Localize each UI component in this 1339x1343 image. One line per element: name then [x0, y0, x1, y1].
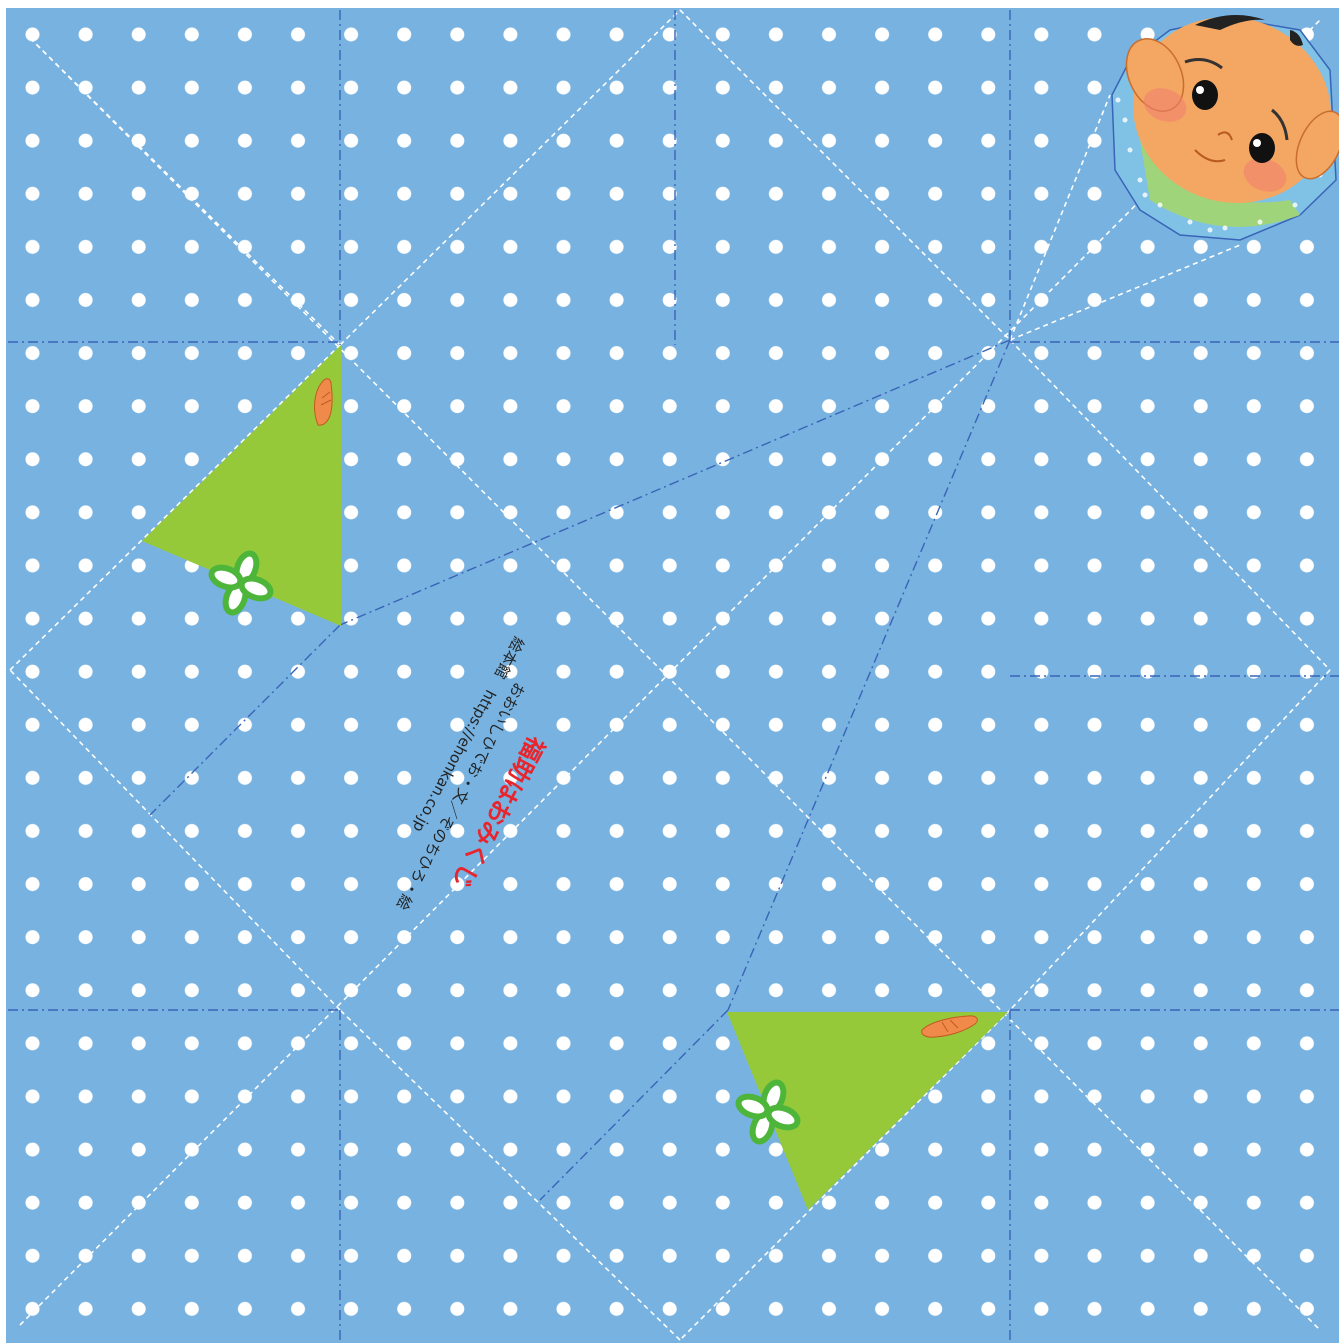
origami-sheet: [0, 0, 1339, 1343]
